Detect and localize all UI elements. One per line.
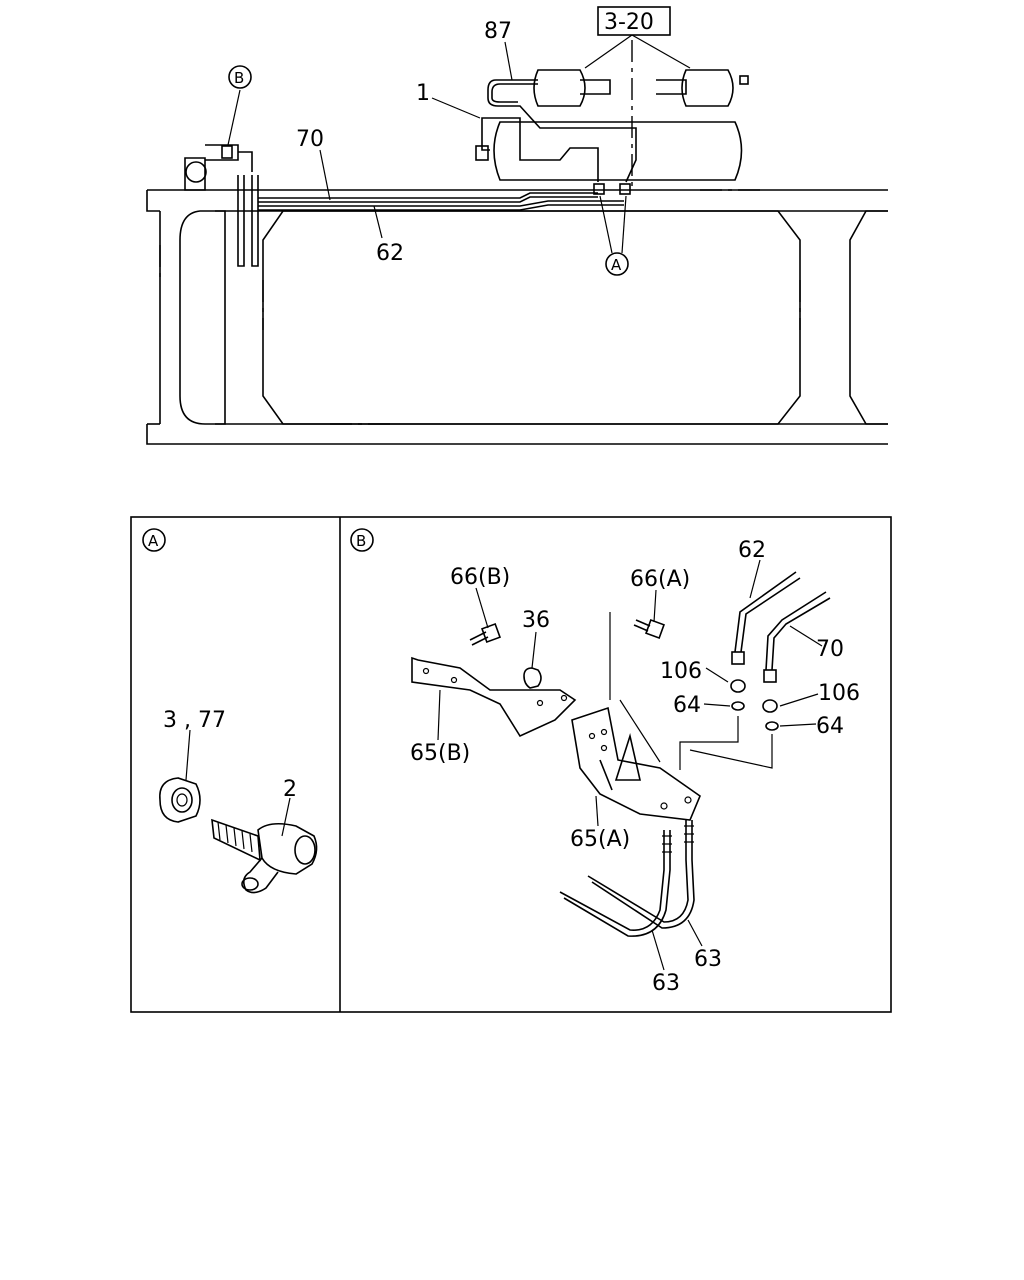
detail-a-marker-label: A [148,532,159,550]
circle-marker-b-label: B [234,69,244,87]
pipe-62-part [731,571,801,665]
callout-87: 87 [484,19,512,44]
detail-panel [130,516,892,1013]
detail-b: B [350,528,860,996]
label-66b: 66(B) [450,565,510,590]
ref-box-label: 3-20 [604,10,654,35]
top-frame-view: 3-20 87 1 70 62 B A [146,6,888,445]
bracket-65b-part [411,656,577,738]
nut-106b-part [762,699,778,713]
label-65b: 65(B) [410,741,470,766]
label-70: 70 [816,637,844,662]
tee-fitting-part [211,818,318,894]
bolt-66a-part [633,619,665,639]
circle-marker-a-label: A [611,256,622,274]
nut-106a-part [730,679,746,693]
label-106b: 106 [818,681,860,706]
label-64a: 64 [673,693,701,718]
clip-64b-part [765,721,779,731]
callout-70: 70 [296,127,324,152]
callout-62: 62 [376,241,404,266]
detail-a-marker [142,528,166,552]
label-66a: 66(A) [630,567,690,592]
label-63a: 63 [652,971,680,996]
circle-marker-a [605,252,629,276]
detail-a: A 3 , 77 2 [142,528,318,894]
detail-a-label-nut: 3 , 77 [163,708,226,733]
label-106a: 106 [660,659,702,684]
detail-b-marker-label: B [356,532,366,550]
callout-1: 1 [416,81,430,106]
label-65a: 65(A) [570,827,630,852]
detail-b-marker [350,528,374,552]
pipe-70-part [763,591,831,683]
bracket-65a-part [571,706,701,821]
bolt-66b-part [469,623,501,646]
hose-63-part [559,820,695,937]
nut-36-part [523,667,542,689]
clip-64a-part [731,701,745,711]
nut-part [159,777,201,823]
label-64b: 64 [816,714,844,739]
label-62: 62 [738,538,766,563]
detail-a-label-fitting: 2 [283,777,297,802]
label-63b: 63 [694,947,722,972]
label-36: 36 [522,608,550,633]
circle-marker-b [228,65,252,89]
